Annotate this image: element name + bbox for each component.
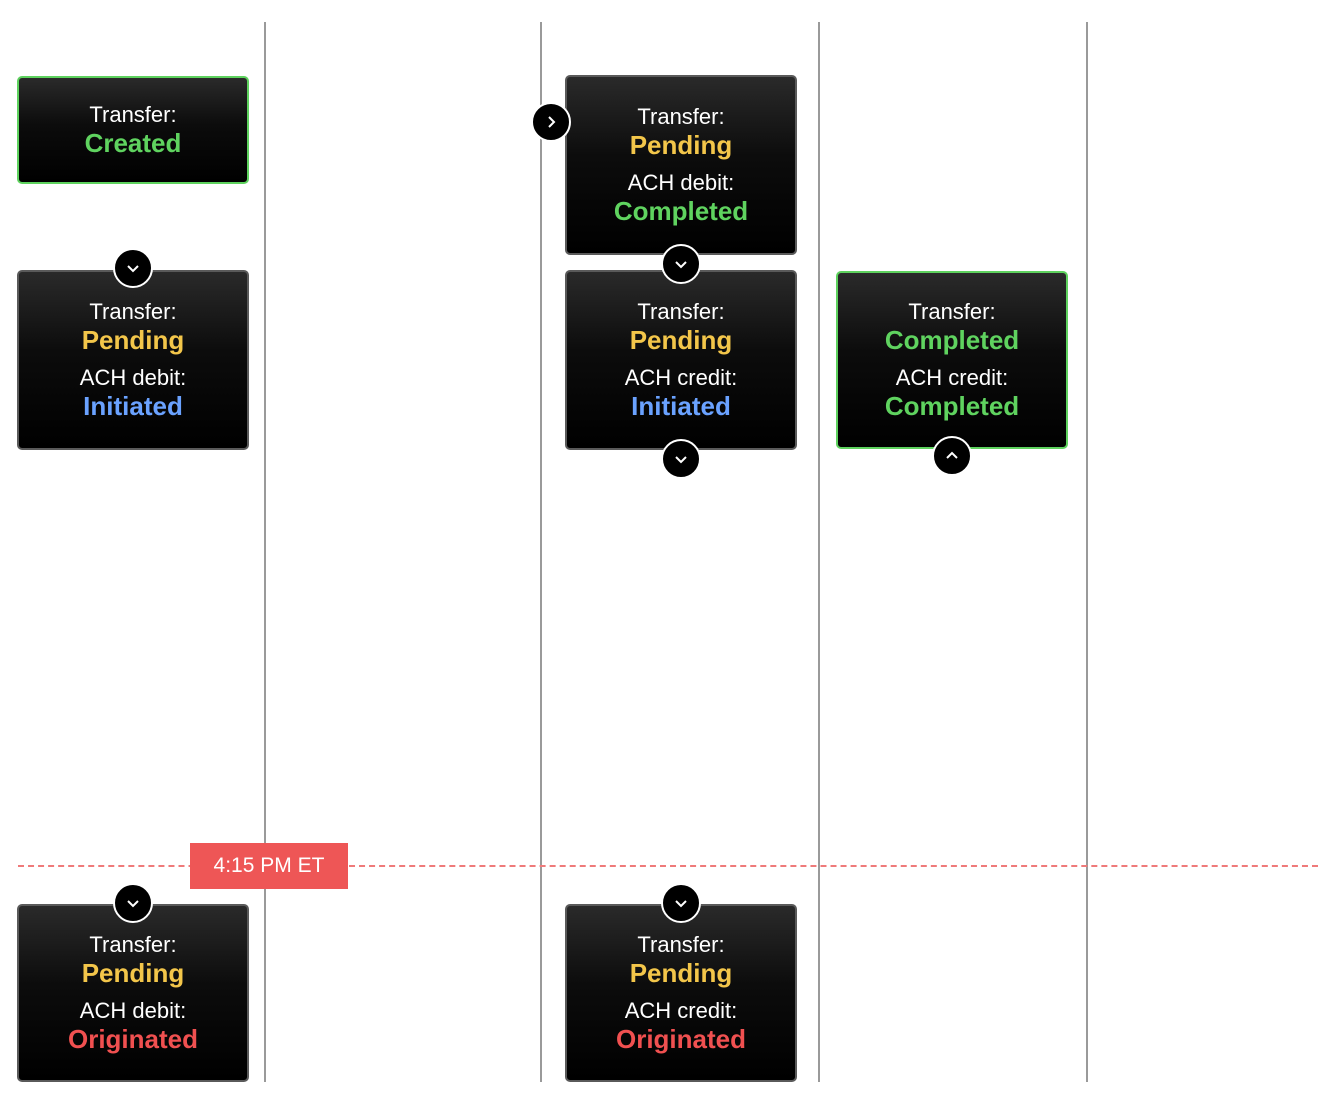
card-ach-debit-originated: Transfer: Pending ACH debit: Originated bbox=[17, 904, 249, 1082]
transfer-label: Transfer: bbox=[89, 299, 177, 324]
ach-status: Completed bbox=[613, 196, 749, 226]
ach-status: Initiated bbox=[631, 391, 731, 421]
transfer-status: Pending bbox=[81, 958, 185, 988]
card-ach-credit-initiated: Transfer: Pending ACH credit: Initiated bbox=[565, 270, 797, 450]
transfer-label: Transfer: bbox=[89, 102, 177, 127]
ach-label: ACH credit: bbox=[624, 998, 738, 1023]
ach-label: ACH credit: bbox=[895, 365, 1009, 390]
ach-label: ACH debit: bbox=[79, 998, 187, 1023]
chevron-down-icon bbox=[661, 883, 701, 923]
chevron-down-icon bbox=[661, 439, 701, 479]
ach-status: Completed bbox=[884, 391, 1020, 421]
transfer-status: Pending bbox=[629, 325, 733, 355]
ach-label: ACH debit: bbox=[627, 170, 735, 195]
card-transfer-completed: Transfer: Completed ACH credit: Complete… bbox=[836, 271, 1068, 449]
ach-status: Initiated bbox=[83, 391, 183, 421]
ach-status: Originated bbox=[615, 1024, 746, 1054]
transfer-status: Created bbox=[84, 128, 182, 158]
chevron-right-icon bbox=[531, 102, 571, 142]
chevron-up-icon bbox=[932, 436, 972, 476]
chevron-down-icon bbox=[661, 244, 701, 284]
transfer-status: Completed bbox=[884, 325, 1020, 355]
transfer-status: Pending bbox=[629, 958, 733, 988]
ach-label: ACH debit: bbox=[79, 365, 187, 390]
cutoff-line bbox=[18, 865, 1318, 867]
lane-divider bbox=[264, 22, 266, 1082]
cutoff-label: 4:15 PM ET bbox=[190, 843, 348, 889]
transfer-status: Pending bbox=[81, 325, 185, 355]
transfer-label: Transfer: bbox=[637, 104, 725, 129]
card-ach-credit-originated: Transfer: Pending ACH credit: Originated bbox=[565, 904, 797, 1082]
transfer-label: Transfer: bbox=[908, 299, 996, 324]
lane-divider bbox=[1086, 22, 1088, 1082]
chevron-down-icon bbox=[113, 248, 153, 288]
card-ach-debit-completed: Transfer: Pending ACH debit: Completed bbox=[565, 75, 797, 255]
card-transfer-created: Transfer: Created bbox=[17, 76, 249, 184]
transfer-label: Transfer: bbox=[89, 932, 177, 957]
lane-divider bbox=[818, 22, 820, 1082]
transfer-label: Transfer: bbox=[637, 299, 725, 324]
transfer-status: Pending bbox=[629, 130, 733, 160]
transfer-label: Transfer: bbox=[637, 932, 725, 957]
chevron-down-icon bbox=[113, 883, 153, 923]
ach-status: Originated bbox=[67, 1024, 198, 1054]
card-ach-debit-initiated: Transfer: Pending ACH debit: Initiated bbox=[17, 270, 249, 450]
lane-divider bbox=[540, 22, 542, 1082]
ach-label: ACH credit: bbox=[624, 365, 738, 390]
